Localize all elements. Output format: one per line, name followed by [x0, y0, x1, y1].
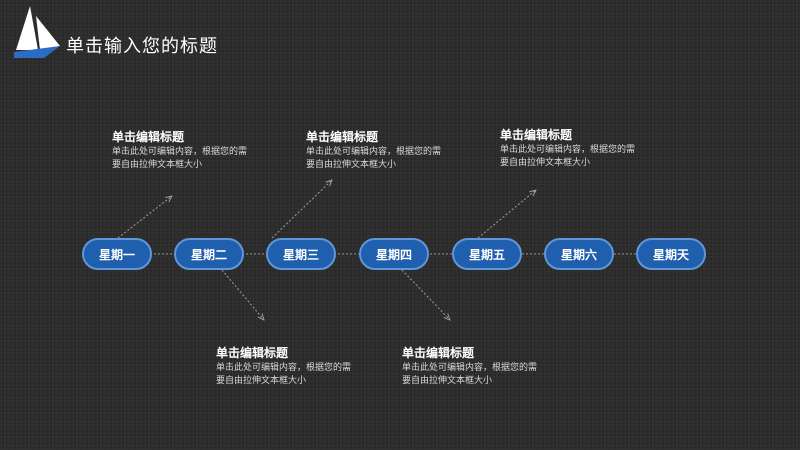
callout-body-line: 单击此处可编辑内容，根据您的需 [402, 363, 538, 373]
callout-body-line: 要自由拉伸文本框大小 [500, 158, 591, 168]
callout-body: 单击此处可编辑内容，根据您的需 要自由拉伸文本框大小 [216, 362, 391, 388]
callout-body-line: 单击此处可编辑内容，根据您的需 [500, 145, 636, 155]
day-pill-tuesday[interactable]: 星期二 [174, 238, 244, 270]
sail-logo-icon [14, 6, 60, 58]
callout-body-line: 要自由拉伸文本框大小 [112, 160, 203, 170]
callout-title: 单击编辑标题 [500, 128, 573, 142]
day-pill-friday[interactable]: 星期五 [452, 238, 522, 270]
day-pill-wednesday[interactable]: 星期三 [266, 238, 336, 270]
page-title[interactable]: 单击输入您的标题 [66, 36, 218, 57]
callout-body: 单击此处可编辑内容，根据您的需 要自由拉伸文本框大小 [306, 146, 481, 172]
callout-body: 单击此处可编辑内容，根据您的需 要自由拉伸文本框大小 [500, 144, 675, 170]
day-pill-thursday[interactable]: 星期四 [359, 238, 429, 270]
arrow-to-callout-3 [477, 190, 536, 239]
callout-body-line: 单击此处可编辑内容，根据您的需 [306, 147, 442, 157]
callout-body-line: 要自由拉伸文本框大小 [402, 376, 493, 386]
callout-body-line: 单击此处可编辑内容，根据您的需 [216, 363, 352, 373]
callout-4[interactable]: 单击编辑标题 单击此处可编辑内容，根据您的需 要自由拉伸文本框大小 [216, 345, 391, 388]
callout-body-line: 单击此处可编辑内容，根据您的需 [112, 147, 248, 157]
callout-body: 单击此处可编辑内容，根据您的需 要自由拉伸文本框大小 [402, 362, 577, 388]
callout-body-line: 要自由拉伸文本框大小 [306, 160, 397, 170]
arrow-to-callout-4 [221, 269, 264, 320]
callout-title: 单击编辑标题 [112, 130, 185, 144]
day-pill-saturday[interactable]: 星期六 [544, 238, 614, 270]
callout-5[interactable]: 单击编辑标题 单击此处可编辑内容，根据您的需 要自由拉伸文本框大小 [402, 345, 577, 388]
callout-title: 单击编辑标题 [306, 130, 379, 144]
callout-body-line: 要自由拉伸文本框大小 [216, 376, 307, 386]
day-pill-monday[interactable]: 星期一 [82, 238, 152, 270]
callout-2[interactable]: 单击编辑标题 单击此处可编辑内容，根据您的需 要自由拉伸文本框大小 [306, 129, 481, 172]
arrow-to-callout-2 [271, 180, 332, 239]
arrow-to-callout-5 [401, 269, 450, 320]
callout-body: 单击此处可编辑内容，根据您的需 要自由拉伸文本框大小 [112, 146, 287, 172]
callout-1[interactable]: 单击编辑标题 单击此处可编辑内容，根据您的需 要自由拉伸文本框大小 [112, 129, 287, 172]
arrow-to-callout-1 [117, 196, 172, 239]
callout-title: 单击编辑标题 [216, 346, 289, 360]
day-pill-sunday[interactable]: 星期天 [636, 238, 706, 270]
callout-title: 单击编辑标题 [402, 346, 475, 360]
callout-3[interactable]: 单击编辑标题 单击此处可编辑内容，根据您的需 要自由拉伸文本框大小 [500, 127, 675, 170]
